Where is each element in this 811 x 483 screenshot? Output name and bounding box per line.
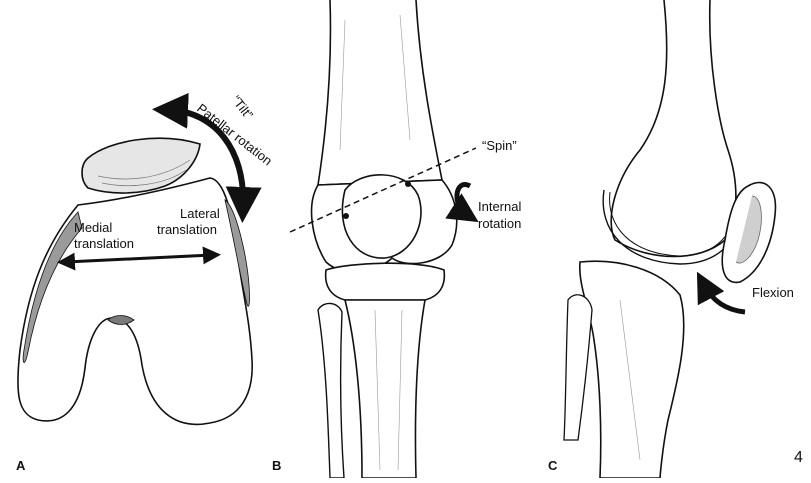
flexion-label: Flexion	[752, 285, 794, 300]
tibia-plateau	[326, 263, 445, 300]
tibia-shaft	[345, 300, 425, 478]
panel-a: Patellar rotation “Tilt” Medial translat…	[16, 93, 275, 473]
internal-rotation-line2: rotation	[478, 216, 521, 231]
panel-c-letter: C	[548, 458, 558, 473]
fibula	[318, 303, 344, 478]
panel-b-letter: B	[272, 458, 281, 473]
medial-translation-line1: Medial	[74, 220, 112, 235]
lateral-translation-line2: translation	[157, 222, 217, 237]
internal-rotation-line1: Internal	[478, 199, 521, 214]
spin-label: “Spin”	[482, 138, 517, 153]
page-number: 4	[794, 449, 803, 466]
medial-translation-line2: translation	[74, 236, 134, 251]
panel-c: Flexion C	[548, 0, 794, 478]
femur-shaft	[318, 0, 442, 185]
internal-rotation-arrow	[457, 185, 470, 214]
fibula-lateral	[564, 295, 592, 440]
tibia-lateral	[580, 261, 684, 478]
flexion-arrow	[704, 285, 745, 312]
tilt-label: “Tilt”	[229, 93, 257, 122]
panel-a-letter: A	[16, 458, 26, 473]
panel-b: “Spin” Internal rotation B	[272, 0, 521, 478]
patella-front	[342, 175, 421, 258]
femur-lateral	[611, 0, 736, 257]
lateral-translation-line1: Lateral	[180, 206, 220, 221]
